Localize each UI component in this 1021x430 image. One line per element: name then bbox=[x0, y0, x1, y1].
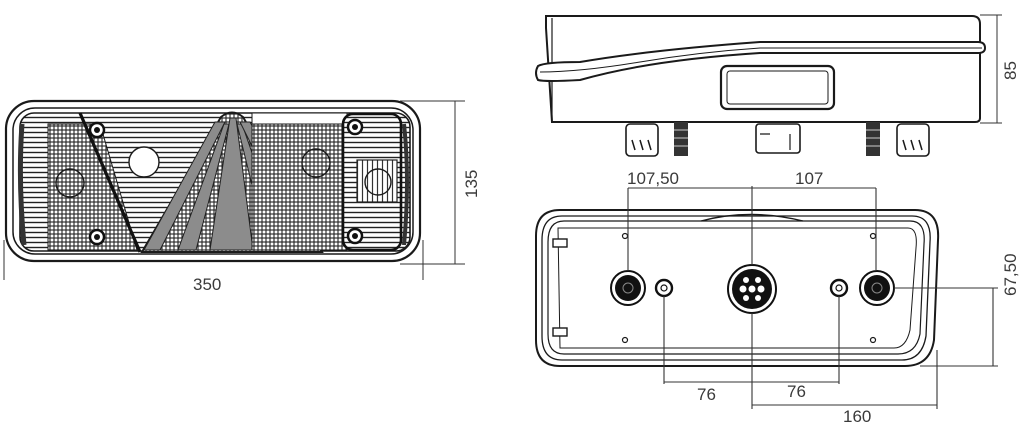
clip-icon bbox=[552, 238, 568, 248]
lamp-circle bbox=[364, 168, 392, 196]
cable-gland-icon bbox=[625, 123, 659, 157]
left-stud-icon bbox=[654, 278, 674, 298]
screw-icon bbox=[88, 228, 106, 246]
rear-view: 107,50 107 76 76 160 67,50 bbox=[535, 169, 1020, 426]
lamp-circle bbox=[128, 146, 160, 178]
right-connector-icon bbox=[859, 270, 895, 306]
lamp-circle bbox=[55, 168, 85, 198]
side-view: 85 bbox=[535, 14, 1020, 157]
dimension-350 bbox=[3, 240, 424, 280]
left-connector-icon bbox=[610, 270, 646, 306]
mounting-stud-icon bbox=[674, 122, 688, 156]
dimension-label-107: 107 bbox=[795, 169, 823, 188]
dimension-135 bbox=[400, 100, 465, 265]
screw-icon bbox=[88, 121, 106, 139]
front-view: 350 135 bbox=[3, 99, 481, 294]
dimension-lines bbox=[627, 186, 998, 409]
dimension-label-height: 135 bbox=[462, 170, 481, 198]
screw-icon bbox=[346, 118, 364, 136]
dimension-label-76-left: 76 bbox=[697, 385, 716, 404]
cable-gland-icon bbox=[896, 123, 930, 157]
center-connector-icon bbox=[755, 123, 801, 154]
clip-icon bbox=[552, 327, 568, 337]
dimension-label-depth: 85 bbox=[1001, 61, 1020, 80]
dimension-label-67-50: 67,50 bbox=[1001, 253, 1020, 296]
lamp-circle bbox=[301, 148, 331, 178]
dimension-label-107-50: 107,50 bbox=[627, 169, 679, 188]
dimension-label-160: 160 bbox=[843, 407, 871, 426]
label-window bbox=[719, 64, 836, 111]
screw-icon bbox=[346, 227, 364, 245]
dimension-label-76-right: 76 bbox=[787, 382, 806, 401]
dimension-85 bbox=[980, 14, 1002, 124]
mounting-stud-icon bbox=[866, 122, 880, 156]
right-stud-icon bbox=[829, 278, 849, 298]
center-connector-icon bbox=[727, 264, 777, 314]
dimension-label-width: 350 bbox=[193, 275, 221, 294]
